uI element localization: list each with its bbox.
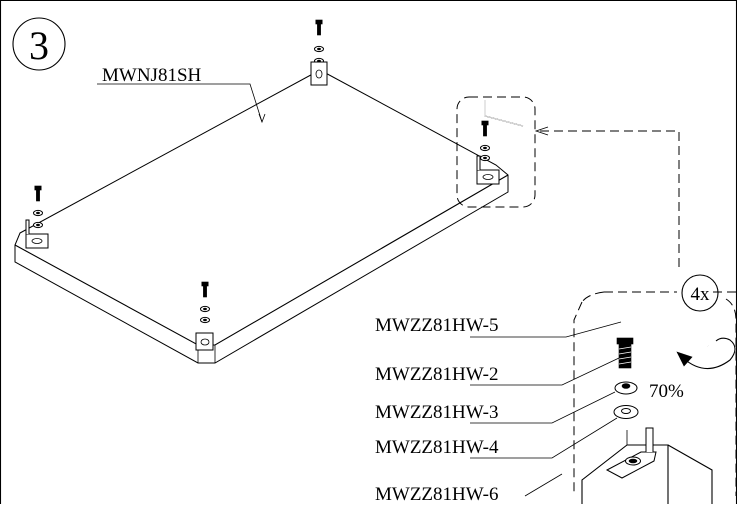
part-label-spacer: MWZZ81HW-4 — [375, 417, 618, 459]
bracket-label: MWZZ81HW-6 — [375, 484, 498, 504]
panel-leader-line — [97, 83, 263, 123]
part-label-washer: MWZZ81HW-3 — [375, 391, 616, 424]
allen-key-label: MWZZ81HW-5 — [375, 315, 498, 336]
washer-icon — [480, 144, 490, 152]
washer-icon — [614, 381, 638, 395]
screw-icon — [481, 120, 489, 137]
washer-icon — [480, 154, 490, 162]
washer-icon — [33, 221, 43, 229]
bracket-icon — [310, 61, 328, 86]
washer-icon — [200, 305, 210, 313]
spacer-icon — [613, 405, 639, 419]
hardware-back-corner — [310, 19, 328, 86]
bracket-icon — [605, 427, 657, 479]
rotation-arrow-icon — [682, 337, 736, 370]
spacer-label: MWZZ81HW-4 — [375, 437, 499, 458]
washer-label: MWZZ81HW-3 — [375, 402, 498, 423]
torque-label: 70% — [649, 381, 684, 402]
washer-icon — [200, 316, 210, 324]
screw-label: MWZZ81HW-2 — [375, 364, 498, 385]
hardware-left-corner — [25, 185, 49, 249]
step-number: 3 — [29, 23, 49, 68]
callout-connector — [534, 126, 680, 267]
panel-label: MWNJ81SH — [102, 65, 202, 86]
part-label-screw: MWZZ81HW-2 — [375, 357, 620, 386]
allen-key-icon — [484, 100, 524, 127]
hardware-front-corner — [195, 281, 214, 351]
right-corner-callout — [456, 96, 536, 208]
bracket-icon — [195, 332, 214, 351]
step-number-badge: 3 — [12, 17, 66, 71]
part-label-bracket: MWZZ81HW-6 — [375, 473, 563, 505]
detail-view: 4x — [573, 274, 737, 504]
washer-icon — [314, 45, 324, 53]
screw-icon — [34, 185, 42, 202]
screw-icon — [616, 337, 634, 369]
quantity-label: 4x — [691, 284, 711, 305]
screw-icon — [315, 19, 323, 36]
quantity-badge — [681, 274, 719, 312]
washer-icon — [33, 209, 43, 217]
part-label-allen-key: MWZZ81HW-5 — [375, 315, 622, 338]
